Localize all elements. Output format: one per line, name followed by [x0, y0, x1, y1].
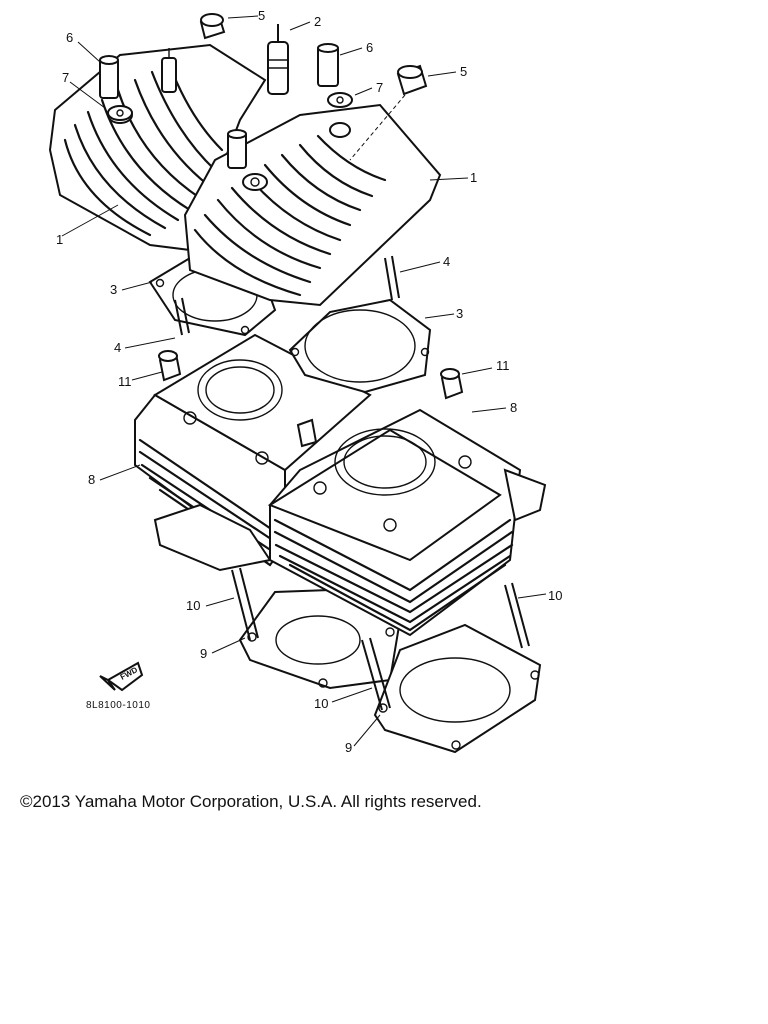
callout-11-right: 11 — [496, 358, 510, 373]
callout-5-right: 5 — [460, 64, 467, 79]
sleeve-right — [317, 43, 339, 87]
stud-bolt-left — [231, 567, 259, 641]
callout-9-right: 9 — [345, 740, 352, 755]
spark-plug-left — [161, 48, 177, 93]
forward-arrow-icon: FWD — [99, 661, 144, 692]
exploded-parts-diagram: FWD 8L8100-1010 1 1 2 3 3 4 4 5 — [48, 8, 562, 755]
short-stud-right — [384, 255, 400, 301]
base-gasket-right — [373, 623, 542, 754]
callout-9-left: 9 — [200, 646, 207, 661]
cylinder-right — [267, 408, 547, 637]
copyright-notice: ©2013 Yamaha Motor Corporation, U.S.A. A… — [20, 792, 482, 811]
base-gasket-left — [238, 588, 402, 690]
cap-nut-right — [440, 368, 464, 400]
short-stud-left — [174, 297, 190, 336]
callout-1-left: 1 — [56, 232, 63, 247]
callout-2: 2 — [314, 14, 321, 29]
callout-3-right: 3 — [456, 306, 463, 321]
callout-1-right: 1 — [470, 170, 477, 185]
cap-nut-5-right — [396, 64, 428, 96]
stud-bolt-right — [504, 582, 530, 649]
sleeve-head-center — [227, 129, 247, 169]
callout-10-bottom: 10 — [314, 696, 328, 711]
callout-6-right: 6 — [366, 40, 373, 55]
washer-right — [327, 92, 353, 108]
callout-11-left: 11 — [118, 374, 132, 389]
cap-nut-center — [296, 418, 318, 448]
callout-5-left: 5 — [258, 8, 265, 23]
callout-10-left: 10 — [186, 598, 200, 613]
callout-8-left: 8 — [88, 472, 95, 487]
callout-8-right: 8 — [510, 400, 517, 415]
leader-lines — [61, 15, 547, 747]
callout-6-left: 6 — [66, 30, 73, 45]
callout-7-left: 7 — [62, 70, 69, 85]
callout-7-right: 7 — [376, 80, 383, 95]
callouts: 1 1 2 3 3 4 4 5 5 6 6 7 7 8 8 9 9 10 10 … — [56, 8, 562, 755]
callout-10-right: 10 — [548, 588, 562, 603]
part-code: 8L8100-1010 — [86, 700, 150, 711]
callout-3-left: 3 — [110, 282, 117, 297]
spark-plug — [267, 24, 289, 95]
callout-4-left: 4 — [114, 340, 121, 355]
cap-nut-5-left — [199, 13, 226, 40]
cylinder-head-right — [183, 103, 442, 307]
stud-bolt-center — [361, 637, 391, 711]
washer-left — [107, 105, 133, 121]
sleeve-left — [99, 55, 119, 99]
head-gasket-right — [288, 298, 432, 394]
cap-nut-left — [158, 350, 182, 382]
callout-4-right: 4 — [443, 254, 450, 269]
assembly-guide-line — [349, 94, 406, 161]
